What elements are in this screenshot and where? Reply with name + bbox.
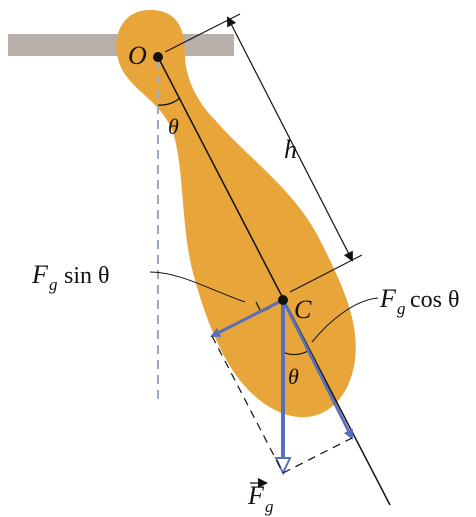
dashed-bottom-edge	[282, 437, 353, 474]
fg-vector-subscript: g	[265, 497, 274, 516]
fg-cos-subscript: g	[397, 299, 406, 318]
dashed-left-edge	[211, 335, 284, 474]
sin-leader-line	[149, 271, 246, 303]
center-of-mass-point	[278, 295, 288, 305]
pivot-point	[153, 52, 163, 62]
fg-sin-label: F g sin θ	[31, 260, 110, 294]
angle-label-bottom: θ	[288, 364, 299, 389]
h-extension-bottom	[289, 254, 363, 293]
fg-cos-symbol: F	[379, 284, 397, 313]
h-extension-top	[164, 13, 241, 53]
h-label: h	[284, 135, 297, 164]
fg-sin-symbol: F	[31, 260, 49, 289]
rigid-body	[116, 10, 356, 418]
fg-cos-text: cos θ	[410, 287, 460, 313]
angle-label-top: θ	[168, 114, 179, 139]
h-dimension-line	[227, 16, 353, 262]
center-label: C	[294, 295, 312, 324]
angle-arc-top	[157, 97, 181, 106]
fg-cos-label: F g cos θ	[379, 284, 460, 318]
fg-cos-component	[281, 299, 354, 440]
fg-sin-component	[210, 298, 284, 338]
pivot-label: O	[128, 41, 147, 70]
fg-sin-text: sin θ	[64, 263, 110, 289]
fg-vector-label: F g	[247, 478, 274, 516]
cos-leader-line	[311, 297, 379, 343]
fg-sin-subscript: g	[49, 275, 58, 294]
fg-vector-symbol: F	[247, 481, 265, 510]
